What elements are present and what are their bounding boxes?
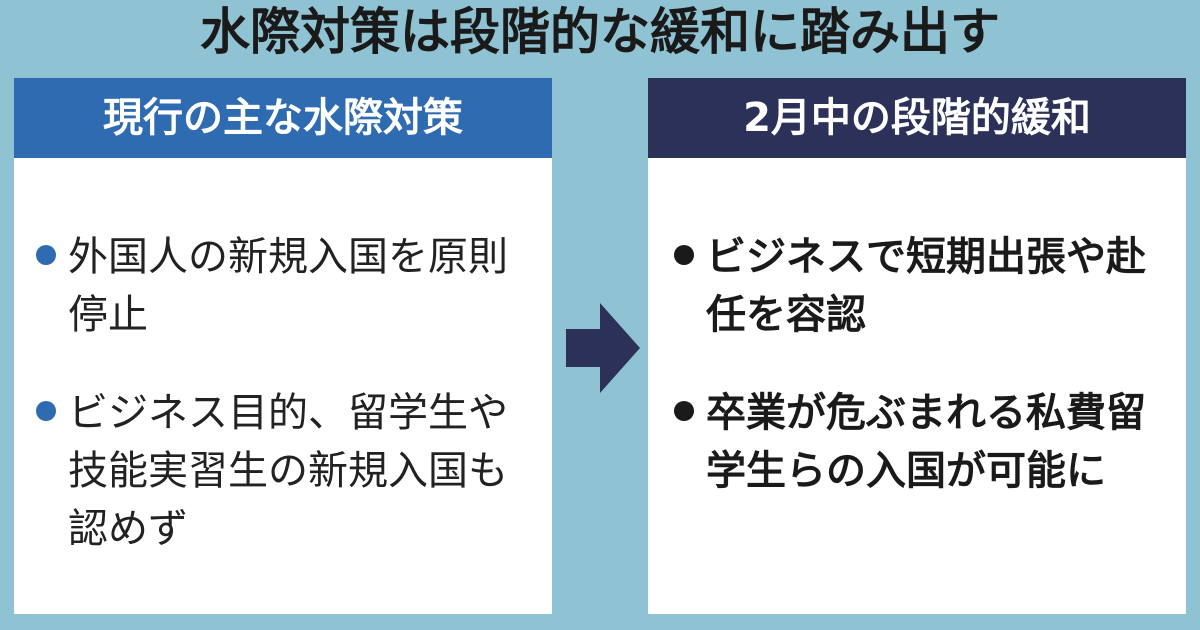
list-item-text: ビジネス目的、留学生や技能実習生の新規入国も認めず [68,390,508,552]
list-item-text: 卒業が危ぶまれる私費留学生らの入国が可能に [706,390,1146,494]
list-item: 卒業が危ぶまれる私費留学生らの入国が可能に [670,384,1176,500]
list-item-text: 外国人の新規入国を原則停止 [68,234,508,338]
arrow-right-icon [566,303,640,393]
relaxation-list: ビジネスで短期出張や赴任を容認 卒業が危ぶまれる私費留学生らの入国が可能に [648,158,1186,500]
relaxation-panel: 2月中の段階的緩和 ビジネスで短期出張や赴任を容認 卒業が危ぶまれる私費留学生ら… [648,78,1186,614]
bullet-icon [36,401,56,421]
list-item: 外国人の新規入国を原則停止 [32,228,542,344]
current-measures-list: 外国人の新規入国を原則停止 ビジネス目的、留学生や技能実習生の新規入国も認めず [14,158,552,558]
bullet-icon [674,401,694,421]
bullet-icon [674,245,694,265]
page-title: 水際対策は段階的な緩和に踏み出す [200,3,1000,61]
list-item: ビジネス目的、留学生や技能実習生の新規入国も認めず [32,384,542,558]
list-item: ビジネスで短期出張や赴任を容認 [670,228,1176,344]
relaxation-header: 2月中の段階的緩和 [648,78,1186,158]
current-measures-header: 現行の主な水際対策 [14,78,552,158]
bullet-icon [36,245,56,265]
list-item-text: ビジネスで短期出張や赴任を容認 [706,234,1146,338]
current-measures-panel: 現行の主な水際対策 外国人の新規入国を原則停止 ビジネス目的、留学生や技能実習生… [14,78,552,614]
